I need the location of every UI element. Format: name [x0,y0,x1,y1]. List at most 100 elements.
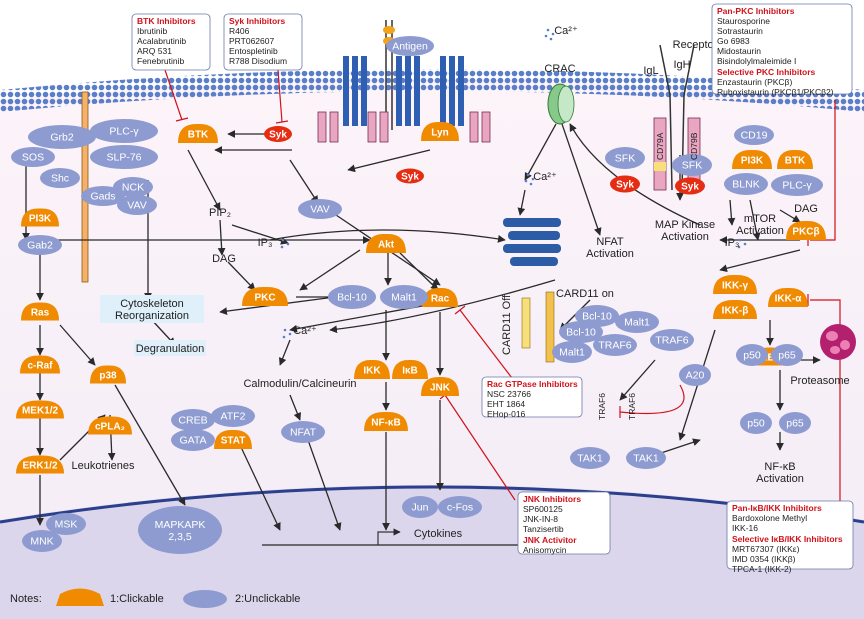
inhibitor-item2-ikk: IMD 0354 (IKKβ) [732,554,796,564]
inhibitor-box-jnk: JNK InhibitorsSP600125JNK-IN-8Tanziserti… [517,491,611,555]
node-ras[interactable]: Ras [21,302,59,321]
inhibitor-item-pkc: Bisindolylmaleimide I [717,56,796,66]
node-vav2: VAV [298,199,342,219]
label-receptor: Receptor [673,39,718,51]
node-label-nfkb1: NF-κB [371,418,400,429]
node-label-shc: Shc [51,173,69,185]
node-gab2: Gab2 [18,235,62,255]
label-ca-top: Ca²⁺ [554,25,578,37]
node-label-syk1: Syk [269,130,287,141]
svg-text:Degranulation: Degranulation [136,343,205,355]
node-craf[interactable]: c-Raf [20,355,60,374]
node-ikk[interactable]: IKK [354,359,390,379]
node-pkcb[interactable]: PKCβ [786,220,826,240]
node-pkc[interactable]: PKC [242,286,288,306]
inhibitor-title2-jnk: JNK Activitor [523,535,577,545]
inhibitor-item-rac: NSC 23766 [487,389,531,399]
node-syk2[interactable]: Syk [396,168,424,184]
node-cpla2[interactable]: cPLA₂ [88,416,132,435]
node-erk[interactable]: ERK1/2 [16,455,64,474]
node-btk[interactable]: BTK [178,123,218,143]
node-syk1[interactable]: Syk [264,126,292,142]
node-label-vav1: VAV [127,200,146,212]
inhibitor-item-syk: Entospletinib [229,46,278,56]
node-sfk2: SFK [672,154,712,176]
node-label-cpla2: cPLA₂ [95,422,125,433]
node-p38[interactable]: p38 [90,365,126,384]
inhibitor-title-syk: Syk Inhibitors [229,16,285,26]
legend-unclickable-swatch [183,590,227,608]
node-ikka[interactable]: IKK-α [768,287,808,307]
node-ikb[interactable]: IκB [392,359,428,379]
node-label-pkc: PKC [254,293,275,304]
node-label-slp76: SLP-76 [106,152,141,164]
label-cd79a: CD79A [655,132,665,160]
legend-title: Notes: [10,593,42,605]
node-label-btk: BTK [188,130,209,141]
inhibitor-item-btk: ARQ 531 [137,46,172,56]
node-pi3k2[interactable]: PI3K [732,149,772,169]
node-label-vav2: VAV [310,204,329,216]
node-btk2[interactable]: BTK [777,149,813,169]
node-mek[interactable]: MEK1/2 [16,400,64,419]
node-label-ikb: IκB [402,366,418,377]
node-ikkb[interactable]: IKK-β [713,299,757,319]
node-label-bcl10b: Bcl-10 [582,311,612,323]
node-label-antigen: Antigen [392,41,428,53]
node-gata: GATA [171,429,215,451]
node-label-sos: SOS [22,152,44,164]
node-label-craf: c-Raf [27,361,53,372]
node-nfkb1[interactable]: NF-κB [364,411,408,431]
node-label-msk: MSK [55,519,78,531]
node-label-jnk: JNK [430,383,451,394]
node-label-ikba: IκBα [759,353,782,364]
node-ikkg[interactable]: IKK-γ [713,274,757,294]
endoplasmic-reticulum [503,218,561,266]
node-syk3[interactable]: Syk [610,175,640,193]
node-label-nck: NCK [122,182,144,194]
node-label-atf2: ATF2 [221,411,246,423]
node-label-bcl10a: Bcl-10 [337,292,367,304]
node-lyn[interactable]: Lyn [421,121,459,141]
inhibitor-item-pkc: Midostaurin [717,46,761,56]
node-atf2: ATF2 [211,405,255,427]
node-akt[interactable]: Akt [366,233,406,253]
inhibitor-item-pkc: Staurosporine [717,16,770,26]
label-cytokines: Cytokines [414,528,463,540]
node-label-mek: MEK1/2 [22,406,59,417]
inhibitor-item2-ikk: TPCA-1 (IKK-2) [732,564,792,574]
legend: Notes: 1:Clickable 2:Unclickable [10,588,300,608]
node-syk4[interactable]: Syk [675,177,705,195]
inhibitor-title-jnk: JNK Inhibitors [523,494,581,504]
inhibitor-item-pkc: Sotrastaurin [717,26,763,36]
inhibitor-title-ikk: Pan-IκB/IKK Inhibitors [732,503,822,513]
label-pip2: PIP₂ [209,207,231,219]
label-igl: IgL [643,65,658,77]
node-label-rac: Rac [431,294,450,305]
transcription-start [377,528,401,545]
lat-adaptor-bar [81,91,89,283]
inhibitor-item-syk: PRT062607 [229,36,274,46]
node-bcl10c: Bcl-10 [559,321,603,343]
node-blnk: BLNK [724,173,768,195]
label-card-on: CARD11 on [556,288,614,300]
node-label-btk2: BTK [785,156,806,167]
node-label-cfos: c-Fos [447,502,473,514]
label-ca-mid: Ca²⁺ [533,171,557,183]
node-label-ras: Ras [31,308,50,319]
inhibitor-box-pkc: Pan-PKC InhibitorsStaurosporineSotrastau… [711,3,853,97]
node-label-pi3k2: PI3K [741,156,764,167]
node-rac[interactable]: Rac [422,287,458,307]
node-label-p50b: p50 [747,418,765,430]
node-label-malt1b: Malt1 [624,317,650,329]
node-pi3k1[interactable]: PI3K [21,208,59,227]
label-card-off: CARD11 Off [501,294,513,355]
node-stat[interactable]: STAT [214,429,252,449]
node-label-blnk: BLNK [732,179,759,191]
inhibitor-item2-jnk: Anisomycin [523,545,567,555]
node-jun: Jun [402,496,438,518]
node-mnk: MNK [22,530,62,552]
node-jnk[interactable]: JNK [421,376,459,396]
